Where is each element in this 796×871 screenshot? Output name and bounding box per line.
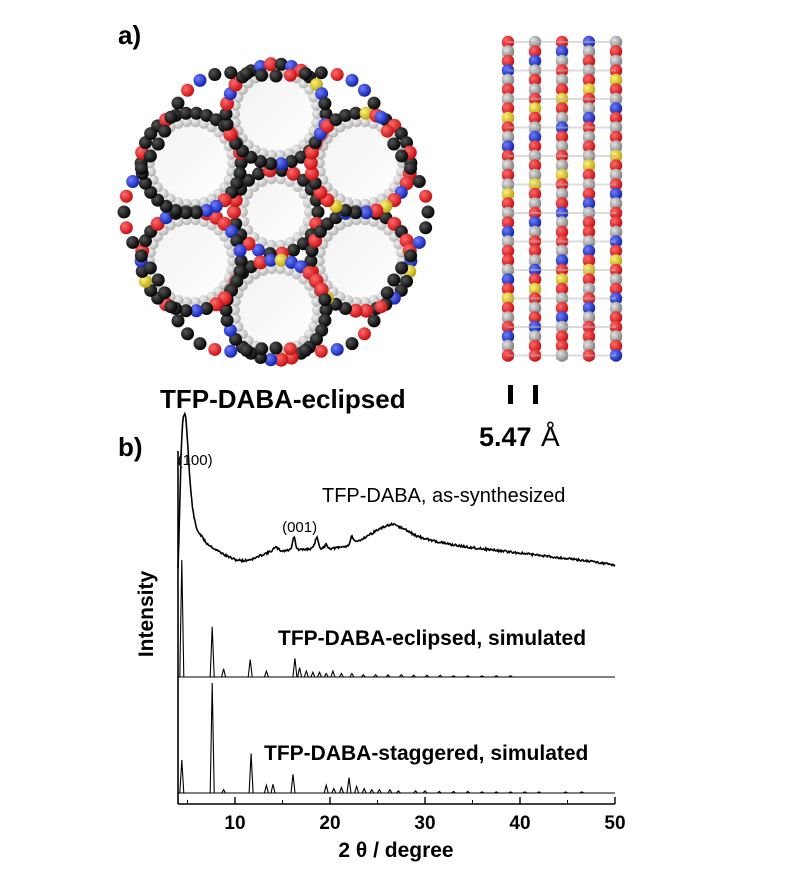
x-ticks: 10 20 30 40 50 [187, 797, 626, 834]
peak [247, 659, 253, 678]
peak [494, 791, 499, 794]
panel-a-label: a) [118, 20, 141, 50]
spacing-marker [508, 385, 538, 404]
peak [263, 669, 269, 678]
trace-labels: TFP-DABA, as-synthesizedTFP-DABA-eclipse… [264, 485, 588, 765]
peak [290, 774, 296, 794]
peak [395, 789, 401, 794]
peak [323, 783, 329, 794]
peak [579, 791, 585, 794]
peak [360, 673, 366, 678]
peak [373, 673, 379, 678]
peak [331, 787, 337, 794]
stack-column [582, 35, 596, 362]
x-axis-title: 2 θ / degree [338, 839, 453, 862]
peak [413, 789, 418, 794]
series-eclipsed [178, 559, 615, 678]
structure-caption: TFP-DABA-eclipsed [160, 384, 406, 414]
peak [349, 672, 355, 678]
pores [151, 74, 401, 350]
series-label: TFP-DABA, as-synthesized [322, 485, 565, 507]
honeycomb-structure-image [117, 54, 435, 370]
x-tick-label: 40 [509, 813, 530, 834]
peak [292, 658, 298, 678]
peak [369, 788, 375, 794]
peak [179, 759, 185, 794]
peak [508, 791, 513, 794]
series-label: TFP-DABA-staggered, simulated [264, 742, 588, 765]
peak [270, 784, 276, 794]
stack-column [501, 35, 515, 362]
peak [263, 783, 269, 794]
series-as-synthesized [177, 411, 616, 569]
peak [451, 675, 456, 678]
peak [424, 674, 430, 678]
peak [221, 788, 227, 794]
peak-annotations: (100) (001) [178, 452, 318, 536]
peak [361, 787, 367, 794]
peak [387, 788, 393, 794]
stack-column [555, 35, 569, 362]
peak [316, 670, 323, 678]
peak [451, 790, 456, 794]
traces [177, 411, 616, 794]
peak [479, 675, 485, 678]
peak [310, 670, 316, 678]
peak [508, 675, 513, 678]
peak [398, 673, 404, 678]
peak [376, 788, 382, 794]
x-tick-label: 10 [224, 813, 245, 834]
peak [354, 784, 360, 794]
spacing-value: 5.47 [479, 422, 532, 452]
peak [437, 674, 443, 678]
peak [436, 790, 442, 794]
peak [338, 785, 344, 794]
peak [338, 672, 344, 678]
spacing-unit: Å [541, 421, 560, 452]
peak [209, 626, 215, 678]
peak [297, 667, 303, 678]
peak [563, 791, 568, 794]
series-label: TFP-DABA-eclipsed, simulated [278, 627, 586, 650]
peak [522, 791, 528, 794]
peak-annotation: (001) [282, 519, 317, 536]
peak [536, 791, 542, 794]
stack-links [508, 41, 616, 357]
x-tick-label: 50 [604, 813, 625, 834]
peak [221, 668, 227, 678]
x-tick-label: 20 [319, 813, 340, 834]
peak [411, 674, 416, 678]
peak [179, 559, 185, 678]
peak [385, 673, 391, 678]
peak [303, 669, 309, 678]
peak [494, 675, 499, 678]
y-axis-title: Intensity [135, 571, 158, 658]
atoms [117, 57, 435, 367]
x-tick-label: 30 [414, 813, 435, 834]
peak [248, 753, 254, 794]
peak [465, 790, 471, 794]
stack-column [609, 35, 623, 362]
peak [479, 791, 485, 794]
series-staggered [178, 682, 615, 794]
peak [323, 672, 329, 678]
peak [346, 777, 352, 794]
peak [209, 682, 215, 794]
peak [422, 789, 428, 794]
peak-annotation: (100) [178, 452, 213, 469]
peak [465, 675, 471, 678]
stack-column [528, 35, 542, 362]
panel-b-label: b) [118, 432, 143, 462]
stacked-layers-image [501, 35, 623, 362]
peak [330, 669, 336, 678]
